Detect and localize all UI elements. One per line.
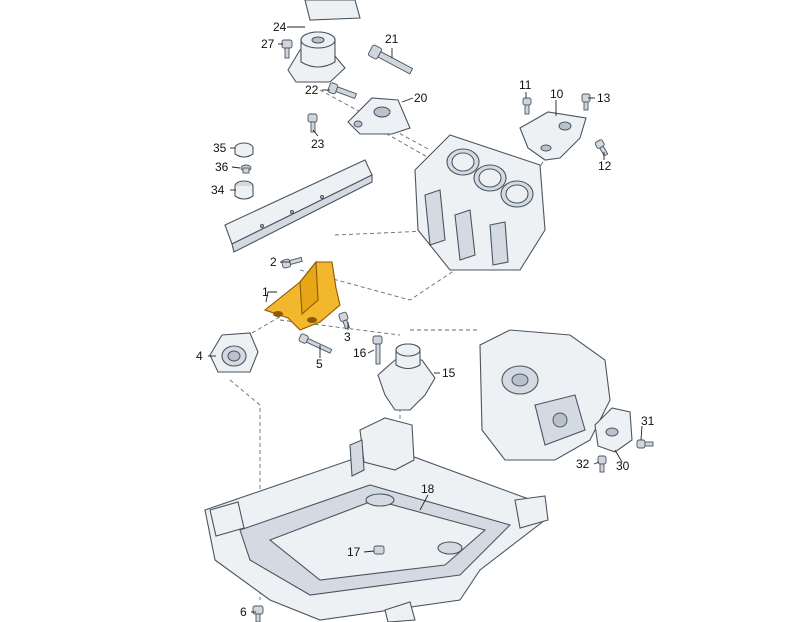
- callout-4: 4: [196, 349, 203, 363]
- mount-bracket-1-highlighted: [263, 260, 341, 331]
- bolt-21-icon: [368, 44, 414, 75]
- bolt-12-icon: [594, 139, 609, 157]
- bolt-11-icon: [522, 97, 532, 115]
- callout-17: 17: [347, 545, 361, 559]
- bolt-31-icon: [636, 439, 654, 449]
- callout-2: 2: [270, 255, 277, 269]
- callout-32: 32: [576, 457, 590, 471]
- bushing-34-icon: [234, 180, 254, 200]
- engine-mount-4: [209, 332, 259, 373]
- bracket-10: [519, 111, 587, 161]
- bolt-22-icon: [327, 82, 357, 99]
- callout-5: 5: [316, 357, 323, 371]
- bolt-3-icon: [338, 311, 350, 330]
- engine-mount-upper: [287, 0, 361, 83]
- bolt-2-icon: [281, 256, 303, 269]
- bolt-23-icon: [307, 113, 318, 133]
- callout-leader-lines: [208, 26, 643, 613]
- callout-21: 21: [385, 32, 399, 46]
- callout-6: 6: [240, 605, 247, 619]
- callout-35: 35: [213, 141, 227, 155]
- callout-12: 12: [598, 159, 612, 173]
- bracket-30: [594, 407, 633, 453]
- engine-block: [414, 134, 546, 271]
- bolt-27-icon: [281, 39, 293, 59]
- gearbox: [479, 329, 611, 461]
- callout-27: 27: [261, 37, 275, 51]
- callout-15: 15: [442, 366, 456, 380]
- bolt-16-icon: [372, 335, 383, 365]
- callout-1: 1: [262, 285, 269, 299]
- bracket-20: [347, 97, 411, 135]
- engine-mount-15: [377, 343, 436, 411]
- callout-23: 23: [311, 137, 325, 151]
- callout-13: 13: [597, 91, 611, 105]
- callout-20: 20: [414, 91, 428, 105]
- bolt-5-icon: [298, 333, 333, 354]
- bolt-13-icon: [581, 93, 591, 111]
- callout-10: 10: [550, 87, 564, 101]
- callout-31: 31: [641, 414, 655, 428]
- callout-22: 22: [305, 83, 319, 97]
- callout-11: 11: [519, 78, 532, 92]
- bolt-6-icon: [252, 605, 264, 622]
- callout-30: 30: [616, 459, 630, 473]
- nut-17-icon: [373, 545, 385, 555]
- callout-18: 18: [421, 482, 435, 496]
- subframe-18: [204, 417, 549, 622]
- callout-labels: 1 2 3 4 5 6 10 11 12 13 15 16 17 18 20 2…: [196, 20, 655, 619]
- subframe-rail: [224, 159, 373, 253]
- callout-34: 34: [211, 183, 225, 197]
- callout-3: 3: [344, 330, 351, 344]
- bolt-32-icon: [597, 455, 607, 473]
- callout-36: 36: [215, 160, 229, 174]
- callout-16: 16: [353, 346, 367, 360]
- callout-24: 24: [273, 20, 287, 34]
- washer-36-icon: [240, 164, 252, 174]
- cap-35-icon: [234, 142, 254, 158]
